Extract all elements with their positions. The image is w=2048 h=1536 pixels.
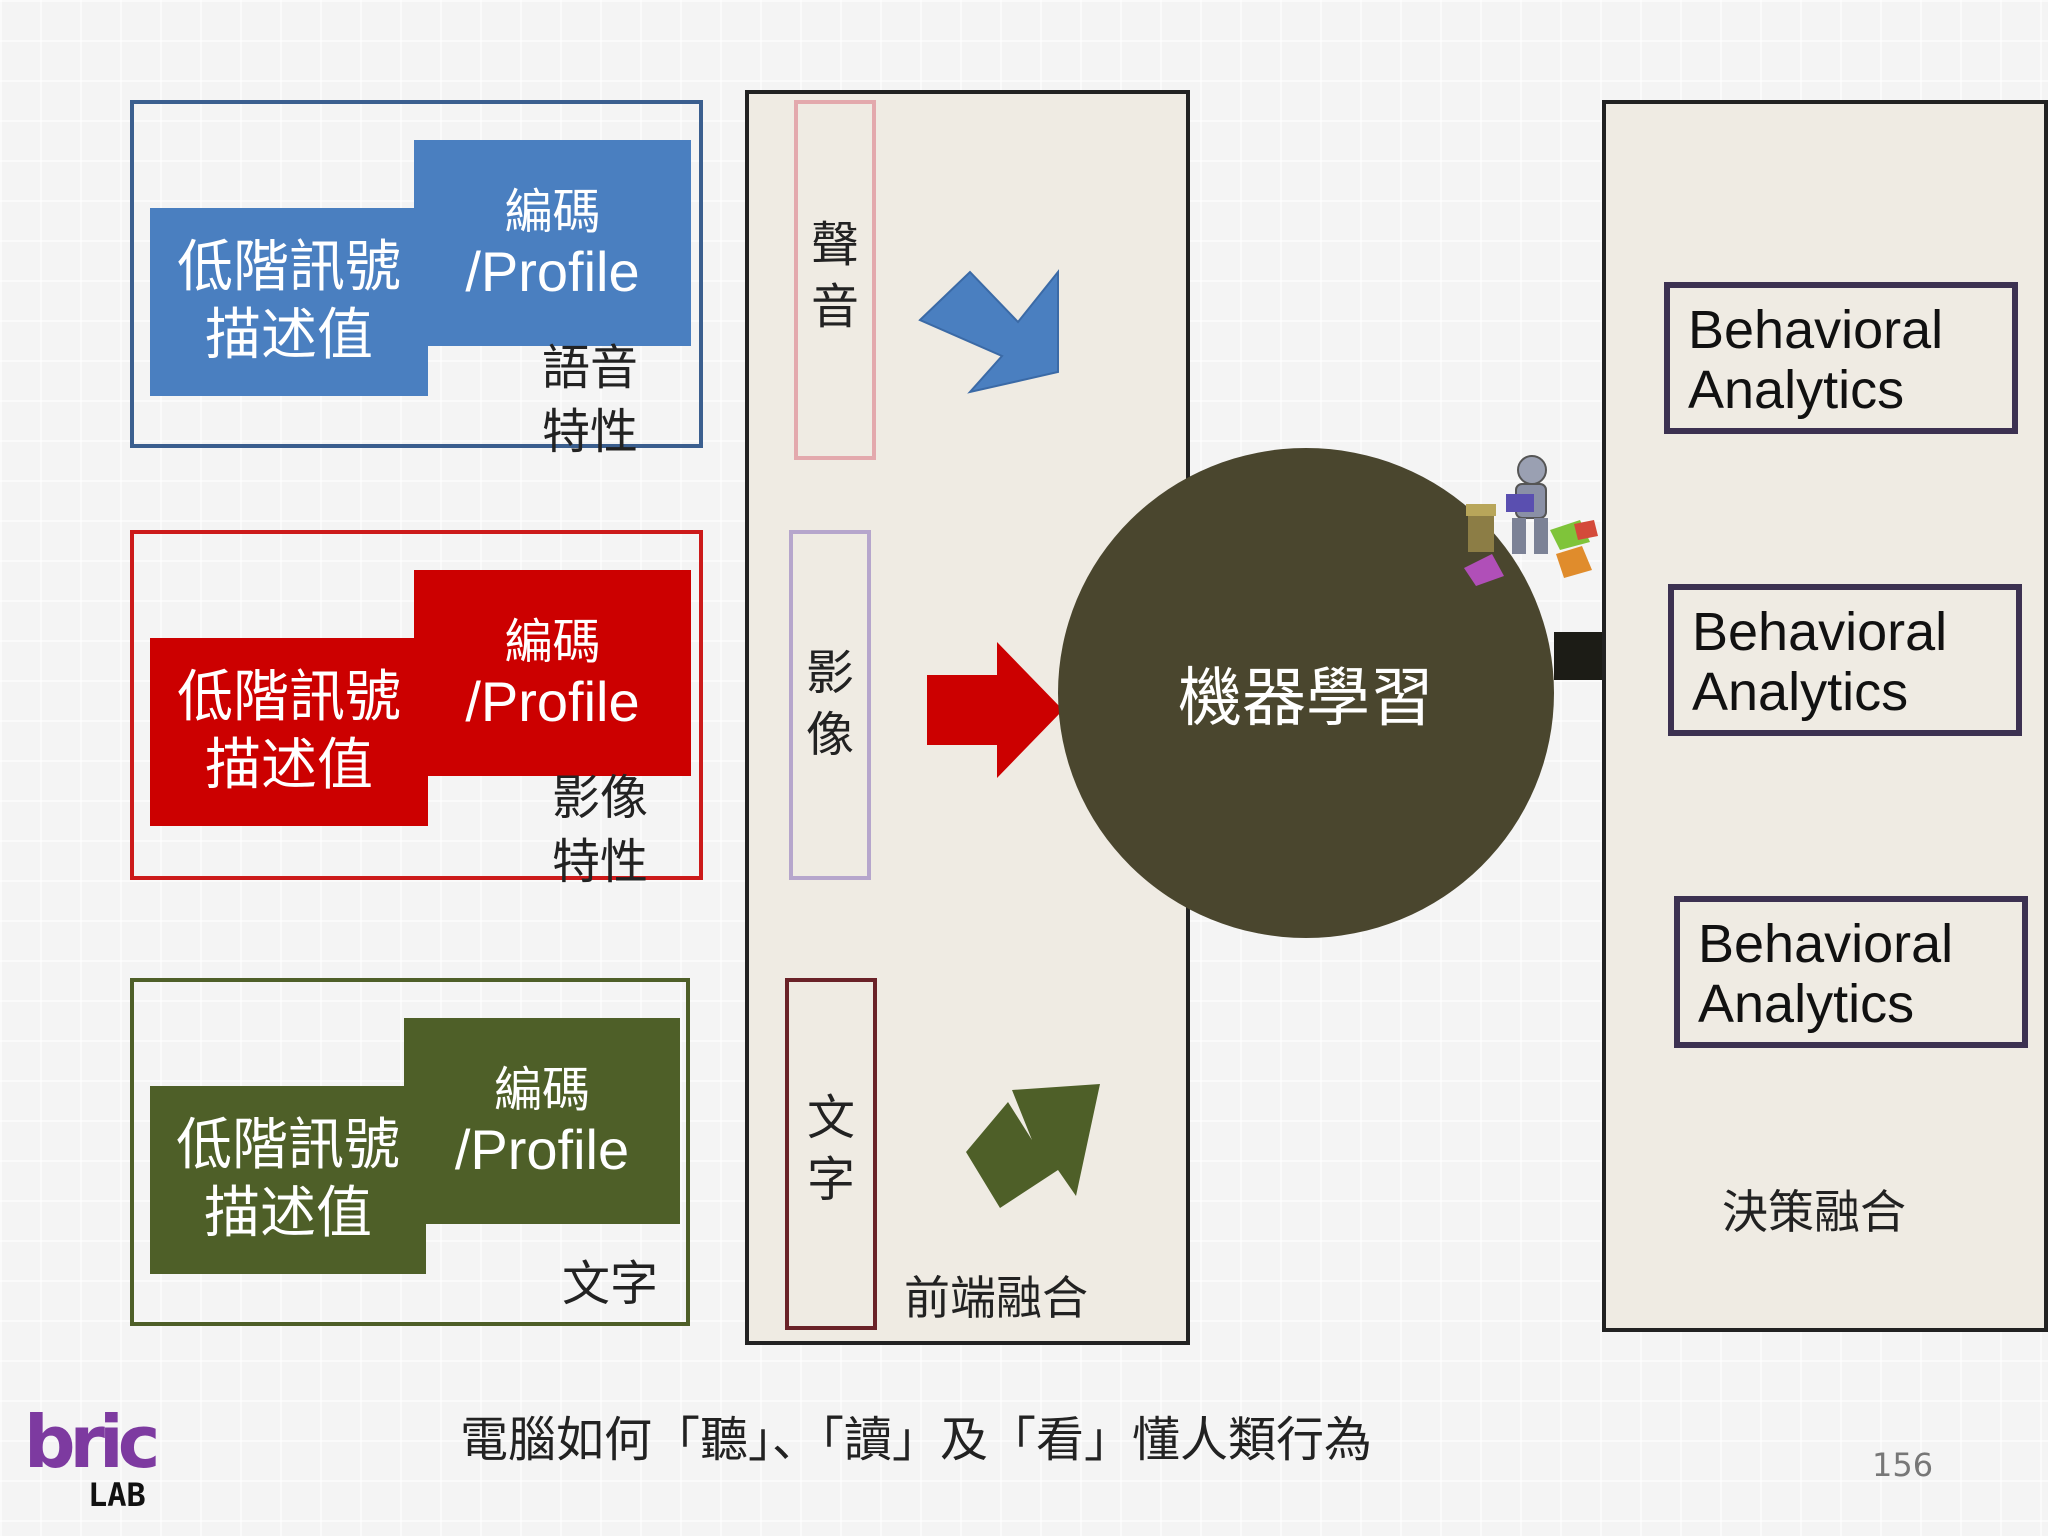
bric-lab-logo: bric LAB	[24, 1406, 174, 1516]
logo-bottom-text: LAB	[88, 1476, 146, 1514]
image-encoding-label: 編碼	[504, 614, 601, 670]
logo-top-text: bric	[24, 1400, 160, 1484]
front-fusion-label: 前端融合	[904, 1271, 1088, 1325]
image-low-level-block: 低階訊號 描述值	[150, 638, 428, 826]
text-feature-label: 文字	[562, 1256, 659, 1312]
image-group: 編碼 /Profile 低階訊號 描述值 影像 特性	[130, 530, 703, 890]
audio-low-level-block: 低階訊號 描述值	[150, 208, 428, 396]
text-encoding-label: 編碼	[493, 1062, 590, 1118]
decision-fusion-label: 決策融合	[1722, 1185, 1906, 1239]
behavioral-analytics-box-2: Behavioral Analytics	[1668, 584, 2022, 736]
behavioral-analytics-box-1: Behavioral Analytics	[1664, 282, 2018, 434]
text-profile-label: /Profile	[454, 1118, 630, 1181]
machine-learning-label: 機器學習	[1178, 662, 1434, 736]
audio-profile-label: /Profile	[465, 240, 640, 303]
text-encoding-block: 編碼 /Profile	[404, 1018, 680, 1224]
image-encoding-block: 編碼 /Profile	[414, 570, 691, 776]
page-number: 156	[1872, 1446, 1934, 1484]
modality-audio: 聲 音	[794, 100, 876, 460]
modality-text: 文 字	[785, 978, 877, 1330]
modality-image: 影 像	[789, 530, 871, 880]
audio-group: 編碼 /Profile 低階訊號 描述值 語音 特性	[130, 100, 703, 460]
image-feature-label: 影像 特性	[552, 770, 649, 890]
audio-encoding-label: 編碼	[504, 184, 601, 240]
slide-caption: 電腦如何「聽」、「讀」及「看」懂人類行為	[460, 1412, 1373, 1468]
text-low-level-block: 低階訊號 描述值	[150, 1086, 426, 1274]
audio-feature-label: 語音 特性	[542, 340, 639, 460]
red-arrow-icon	[927, 642, 1063, 778]
image-profile-label: /Profile	[465, 670, 640, 733]
audio-encoding-block: 編碼 /Profile	[414, 140, 691, 346]
blue-arrow-icon	[918, 269, 1059, 394]
green-arrow-icon	[966, 1084, 1100, 1208]
robot-reading-icon	[1464, 455, 1598, 586]
behavioral-analytics-box-3: Behavioral Analytics	[1674, 896, 2028, 1048]
text-group: 編碼 /Profile 低階訊號 描述值 文字	[130, 978, 690, 1326]
